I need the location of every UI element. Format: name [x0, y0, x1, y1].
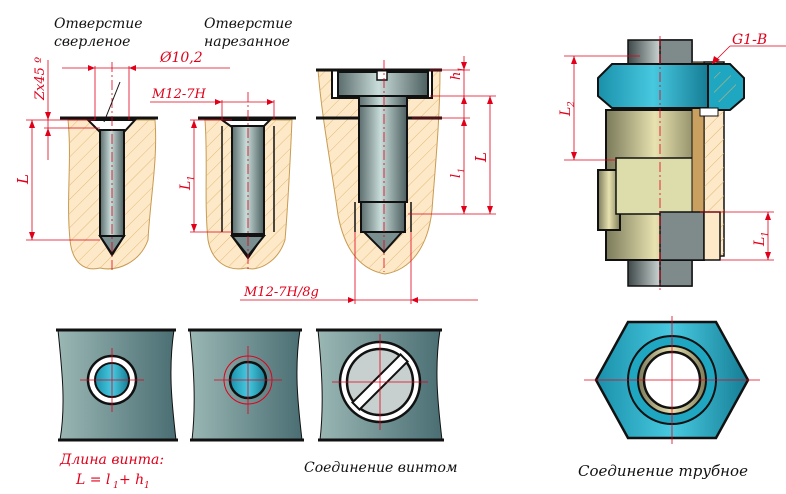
- dim-l1-label: l 1: [449, 168, 466, 178]
- svg-text:1: 1: [187, 175, 197, 181]
- thread-fit-label: M12-7H/8g: [243, 285, 319, 300]
- drilled-hole-subtitle: сверленое: [54, 34, 130, 50]
- svg-text:L: L: [178, 181, 194, 191]
- drilled-hole-section: [26, 60, 230, 270]
- formula-title: Длина винта:: [59, 452, 164, 468]
- caption-pipe: Соединение трубное: [578, 462, 748, 480]
- svg-text:L: L: [752, 237, 768, 247]
- tapped-hole-section: [150, 92, 296, 272]
- dim-L2-label: L 2: [558, 101, 577, 117]
- caption-screw: Соединение винтом: [304, 460, 458, 476]
- thread-hole-label: M12-7H: [151, 87, 207, 102]
- svg-text:1: 1: [457, 168, 466, 173]
- svg-text:L = l: L = l: [75, 472, 110, 488]
- union-nut: [597, 63, 709, 109]
- pipe-joint-section: [564, 36, 786, 290]
- drill-diameter-label: Ø10,2: [159, 50, 203, 66]
- screw-shank: [358, 105, 408, 203]
- plan-view-drilled: [56, 328, 178, 442]
- dim-L-label: L: [14, 174, 32, 185]
- svg-text:1: 1: [761, 231, 771, 237]
- svg-text:l: l: [449, 174, 464, 178]
- screw-joint-section: [240, 56, 496, 304]
- tapped-hole-subtitle: нарезанное: [204, 34, 290, 50]
- svg-text:+ h: + h: [119, 472, 144, 488]
- dim-L-screw-label: L: [472, 152, 490, 163]
- formula: L = l 1 + h 1: [75, 472, 150, 491]
- dim-L1-label: L 1: [178, 175, 197, 191]
- plan-view-pipe: [584, 316, 760, 444]
- svg-text:L: L: [558, 107, 574, 117]
- svg-text:1: 1: [144, 481, 150, 491]
- svg-text:1: 1: [457, 67, 466, 72]
- svg-text:1: 1: [113, 481, 119, 491]
- dim-L1-pipe-label: L 1: [752, 231, 771, 247]
- pipe-thread-label: G1-B: [732, 32, 767, 48]
- tapped-hole-title: Отверстие: [204, 16, 293, 32]
- drilled-hole-title: Отверстие: [54, 16, 143, 32]
- svg-text:h: h: [449, 72, 464, 80]
- plan-view-screw: [316, 328, 444, 442]
- chamfer-label: Zx45 º: [33, 57, 48, 101]
- dim-h1-label: h 1: [449, 67, 466, 80]
- plan-view-tapped: [188, 328, 304, 442]
- svg-text:2: 2: [567, 101, 577, 108]
